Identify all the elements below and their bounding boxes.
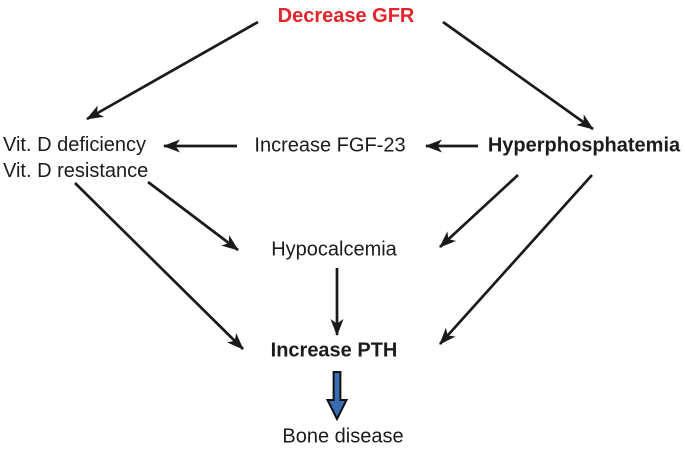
- block-arrow-pth-to-bone: [325, 371, 349, 422]
- arrow-vitd-to-hypocalcemia: [147, 180, 239, 252]
- node-increase-fgf23: Increase FGF-23: [254, 134, 406, 157]
- node-bone-disease: Bone disease: [282, 425, 404, 448]
- arrow-hyperphos-to-pth: [438, 174, 594, 345]
- node-decrease-gfr: Decrease GFR: [277, 5, 415, 27]
- arrow-vitd-to-pth: [74, 182, 244, 350]
- node-increase-pth: Increase PTH: [270, 339, 398, 362]
- node-vit-d-resistance: Vit. D resistance: [3, 160, 149, 182]
- node-vit-d-deficiency: Vit. D deficiency: [3, 134, 147, 156]
- node-vit-d: Vit. D deficiency Vit. D resistance: [3, 132, 148, 184]
- arrow-gfr-to-hyperphos: [442, 20, 594, 131]
- node-hypocalcemia: Hypocalcemia: [271, 238, 397, 261]
- arrow-gfr-to-vitd: [86, 20, 259, 121]
- node-hyperphosphatemia: Hyperphosphatemia: [487, 134, 681, 157]
- arrow-hyperphos-to-hypocalcemia: [439, 174, 519, 248]
